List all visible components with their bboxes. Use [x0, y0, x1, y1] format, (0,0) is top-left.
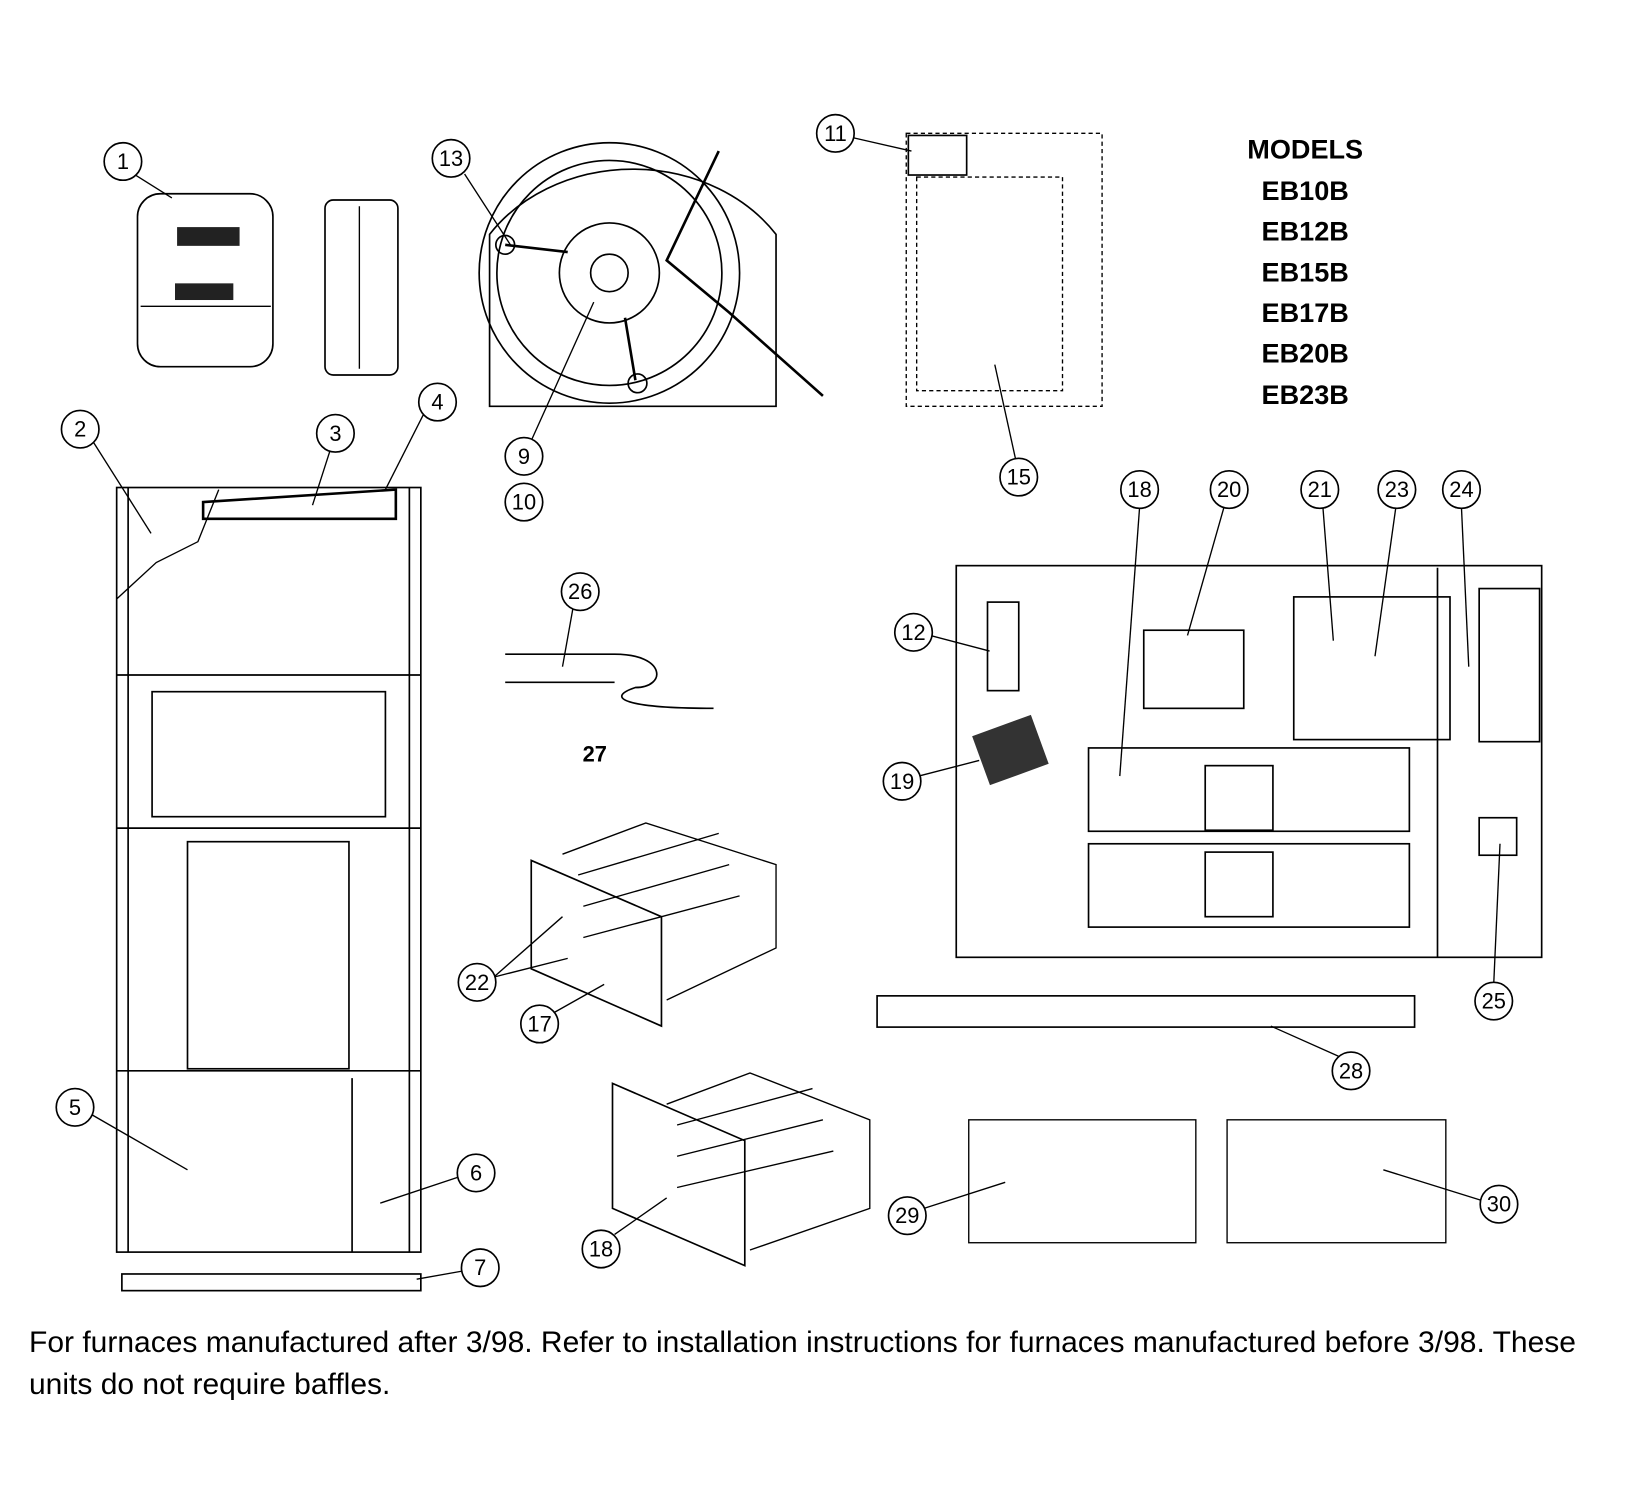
svg-text:7: 7	[474, 1255, 486, 1280]
drain-hose-drawing	[505, 653, 714, 710]
thermostat-drawing	[136, 192, 399, 376]
callout-4: 4	[417, 382, 458, 422]
callout-28: 28	[1331, 1051, 1371, 1091]
callout-13: 13	[431, 138, 471, 178]
callout-24: 24	[1441, 470, 1482, 510]
model-item: EB10B	[1262, 175, 1349, 206]
svg-text:25: 25	[1482, 989, 1506, 1014]
svg-text:17: 17	[527, 1011, 551, 1036]
model-item: EB23B	[1262, 379, 1349, 410]
callout-22: 22	[457, 962, 497, 1002]
callout-3: 3	[315, 413, 355, 453]
models-heading: MODELS	[1247, 133, 1363, 164]
callout-18-panel: 18	[1120, 470, 1160, 510]
blower-assembly-drawing	[478, 141, 824, 408]
callout-19: 19	[882, 761, 922, 801]
svg-text:23: 23	[1385, 477, 1409, 502]
footnote: For furnaces manufactured after 3/98. Re…	[29, 1326, 1576, 1401]
callout-12: 12	[893, 612, 934, 652]
svg-text:29: 29	[895, 1203, 919, 1228]
model-item: EB12B	[1262, 216, 1349, 247]
svg-text:22: 22	[465, 970, 489, 995]
svg-text:15: 15	[1007, 465, 1031, 490]
callout-25: 25	[1474, 981, 1514, 1021]
svg-text:6: 6	[470, 1160, 482, 1185]
svg-text:28: 28	[1339, 1058, 1363, 1083]
svg-text:3: 3	[329, 421, 341, 446]
svg-text:18: 18	[589, 1236, 613, 1261]
svg-text:1: 1	[117, 149, 129, 174]
callout-11: 11	[815, 113, 856, 153]
svg-text:13: 13	[439, 146, 463, 171]
callout-17: 17	[520, 1004, 560, 1044]
svg-text:21: 21	[1308, 477, 1332, 502]
callout-29: 29	[887, 1196, 927, 1236]
svg-text:20: 20	[1217, 477, 1241, 502]
panel-30-drawing	[1226, 1119, 1447, 1244]
svg-text:24: 24	[1449, 477, 1473, 502]
svg-text:12: 12	[901, 620, 925, 645]
svg-text:10: 10	[512, 490, 536, 515]
callout-6: 6	[456, 1153, 496, 1193]
svg-text:4: 4	[431, 390, 443, 415]
callout-20: 20	[1209, 470, 1249, 510]
svg-text:18: 18	[1127, 477, 1151, 502]
callout-21: 21	[1300, 470, 1340, 510]
callout-18-heater: 18	[581, 1229, 621, 1269]
callout-30: 30	[1479, 1184, 1519, 1224]
label-27: 27	[583, 742, 607, 767]
svg-text:26: 26	[568, 579, 592, 604]
callout-2: 2	[60, 409, 100, 449]
callout-9: 9	[504, 436, 544, 476]
svg-text:5: 5	[69, 1095, 81, 1120]
cabinet-drawing	[115, 486, 422, 1292]
callout-26: 26	[560, 572, 600, 612]
model-item: EB20B	[1262, 338, 1349, 369]
callout-10: 10	[504, 482, 544, 522]
svg-text:9: 9	[518, 444, 530, 469]
svg-text:19: 19	[890, 769, 914, 794]
panel-29-drawing	[968, 1119, 1197, 1244]
svg-text:11: 11	[824, 121, 847, 146]
svg-text:2: 2	[74, 417, 86, 442]
control-panel-drawing	[876, 564, 1543, 1028]
models-list: MODELS EB10B EB12B EB15B EB17B EB20B EB2…	[1247, 133, 1363, 410]
leader-lines	[91, 136, 1501, 1280]
callout-5: 5	[55, 1087, 95, 1127]
heater-element-drawing	[530, 822, 871, 1267]
callout-7: 7	[460, 1248, 500, 1288]
callout-1: 1	[103, 141, 143, 182]
model-item: EB15B	[1262, 256, 1349, 287]
svg-text:30: 30	[1487, 1192, 1511, 1217]
callout-15: 15	[999, 457, 1039, 497]
model-item: EB17B	[1262, 297, 1349, 328]
svg-text:27: 27	[583, 742, 607, 767]
callout-23: 23	[1377, 470, 1417, 510]
control-box-drawing	[905, 132, 1103, 407]
